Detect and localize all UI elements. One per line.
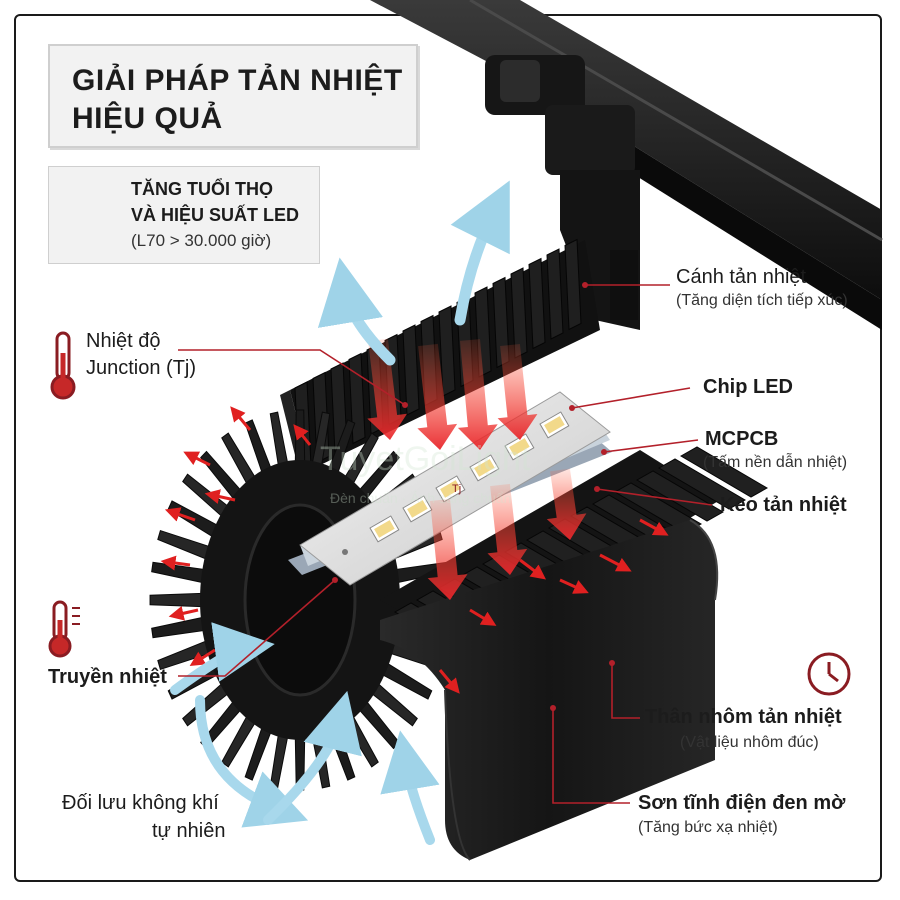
radial-fin: [151, 616, 208, 639]
watermark-slogan: Đèn chuẩn · Ánh sáng chuẩn: [330, 490, 512, 506]
fin-heat-arrow: [559, 578, 589, 594]
radial-fin: [149, 592, 206, 608]
fin-heat-arrow: [438, 669, 460, 694]
fin-heat-arrow: [599, 553, 632, 572]
lifespan-line-1: TĂNG TUỔI THỌ: [131, 179, 273, 199]
thermometer-icon: [50, 331, 76, 400]
heat-arrow: [487, 483, 528, 575]
label-junction-2: Junction (Tj): [86, 357, 197, 379]
label-body: Thân nhôm tản nhiệt: [645, 706, 842, 728]
led-chip: [539, 411, 570, 439]
top-fin: [438, 305, 456, 397]
led-chips: [369, 411, 570, 543]
led-chip: [402, 495, 433, 523]
label-paste: Keo tản nhiệt: [720, 494, 847, 516]
fin-heat-arrow: [639, 518, 669, 536]
heat-arrow: [497, 344, 538, 440]
radial-fin: [269, 730, 289, 789]
heat-flow-arrows: [367, 338, 587, 600]
lifespan-box: TĂNG TUỔI THỌ VÀ HIỆU SUẤT LED (L70 > 30…: [48, 166, 320, 264]
led-chip: [369, 515, 400, 543]
fin-heat-arrow: [168, 606, 199, 621]
fin-heat-arrow: [230, 406, 252, 431]
led-chip-phosphor: [544, 416, 565, 434]
label-transfer: Truyền nhiệt: [48, 666, 167, 688]
label-fins: Cánh tản nhiệt: [676, 266, 807, 288]
label-chip: Chip LED: [703, 376, 793, 398]
top-fin: [528, 257, 546, 350]
led-chip: [504, 433, 535, 461]
led-chip-phosphor: [407, 500, 428, 518]
top-fin: [546, 248, 564, 340]
lower-fin: [635, 470, 725, 522]
fin-heat-arrow: [519, 558, 546, 580]
heat-arrow: [427, 499, 468, 600]
lower-fin: [657, 458, 747, 510]
top-fin: [564, 238, 582, 331]
fin-heat-arrow: [469, 608, 497, 626]
page-title: GIẢI PHÁP TẢN NHIỆT HIỆU QUẢ: [72, 62, 403, 138]
title-line-2: HIỆU QUẢ: [72, 102, 223, 135]
heat-arrow: [546, 468, 587, 540]
radial-fin: [157, 529, 214, 561]
lifespan-line-3: (L70 > 30.000 giờ): [131, 231, 272, 250]
top-fin: [402, 324, 420, 416]
label-junction-1: Nhiệt độ: [86, 330, 161, 352]
thermometer-scale-icon: [48, 600, 80, 658]
led-chip-phosphor: [374, 520, 395, 538]
label-paint: Sơn tĩnh điện đen mờ: [638, 792, 846, 814]
fin-heat-arrow: [204, 489, 236, 504]
label-body-sub: (Vật liệu nhôm đúc): [680, 734, 819, 751]
tj-marker: Tj: [452, 483, 461, 495]
fin-heat-arrow: [293, 424, 312, 446]
label-convection-1: Đối lưu không khí: [62, 792, 219, 814]
led-chip-phosphor: [509, 438, 530, 456]
led-chip-phosphor: [474, 459, 495, 477]
label-paint-sub: (Tăng bức xạ nhiệt): [638, 819, 778, 836]
leader-lines: [178, 282, 713, 804]
air-flow-arrows: [170, 180, 510, 845]
led-chip: [435, 475, 466, 503]
label-mcpcb-sub: (Tấm nền dẫn nhiệt): [703, 454, 848, 471]
title-line-1: GIẢI PHÁP TẢN NHIỆT: [72, 64, 403, 97]
fin-heat-arrow: [160, 555, 191, 571]
led-chip: [469, 454, 500, 482]
radial-fin: [269, 411, 289, 470]
radial-fin: [151, 561, 208, 584]
heat-arrow: [457, 339, 498, 450]
watermark-brand: TuyetGoiLight: [320, 440, 531, 478]
track-rail: [370, 0, 883, 330]
label-fins-sub: (Tăng diện tích tiếp xúc): [676, 292, 848, 309]
aluminium-body: [380, 519, 719, 861]
top-fin: [510, 267, 528, 359]
lower-fin: [679, 446, 769, 498]
heat-arrow: [367, 338, 407, 440]
lower-fin: [613, 482, 703, 534]
fin-heat-arrow: [183, 451, 211, 467]
label-mcpcb: MCPCB: [705, 428, 779, 450]
led-chip-phosphor: [440, 480, 461, 498]
label-convection-2: tự nhiên: [152, 820, 226, 842]
fin-heat-arrow: [164, 507, 196, 522]
title-box: GIẢI PHÁP TẢN NHIỆT HIỆU QUẢ: [48, 44, 418, 148]
heat-arrow: [417, 343, 458, 450]
clock-icon: [807, 652, 851, 696]
fin-heat-arrows: [160, 406, 669, 694]
lifespan-line-2: VÀ HIỆU SUẤT LED: [131, 205, 300, 225]
